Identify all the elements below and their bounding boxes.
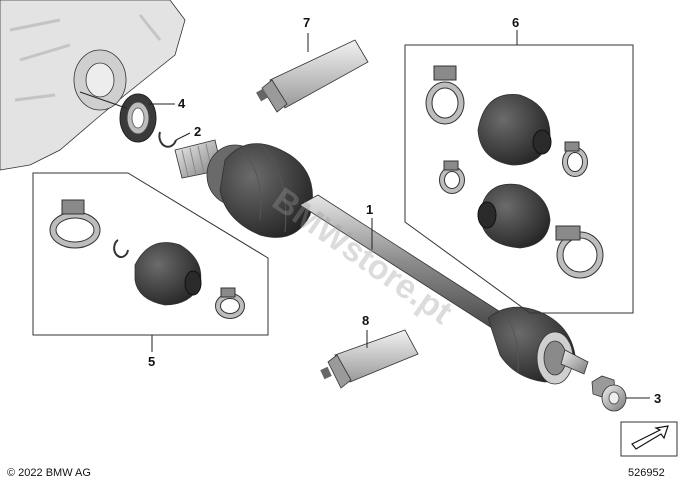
small-hose-clamp [562, 141, 588, 177]
callout-4: 4 [178, 96, 186, 111]
diagram-number: 526952 [628, 467, 665, 479]
hose-clamp [425, 65, 465, 125]
callout-5: 5 [148, 354, 155, 369]
watermark: BMWstore.pt [265, 180, 459, 331]
inner-joint-boot [134, 242, 202, 306]
grease-tube-8 [320, 329, 419, 389]
callout-7: 7 [303, 15, 310, 30]
direction-arrow-icon [620, 421, 678, 457]
callout-3: 3 [654, 391, 661, 406]
copyright: © 2022 BMW AG [7, 467, 91, 479]
shaft-seal [119, 93, 157, 143]
differential-housing [0, 0, 186, 171]
repair-kit-box-6 [404, 44, 634, 314]
circlip [158, 131, 177, 148]
hose-clamp [555, 225, 604, 279]
inner-joint-boot [477, 183, 551, 249]
outer-joint-boot [477, 94, 552, 166]
callout-2: 2 [194, 124, 201, 139]
grease-tube-7 [256, 39, 369, 113]
callout-6: 6 [512, 15, 519, 30]
callout-1: 1 [366, 202, 373, 217]
leader-lines [79, 30, 650, 399]
callout-8: 8 [362, 313, 369, 328]
small-hose-clamp [439, 160, 465, 194]
hose-clamp [49, 199, 101, 249]
repair-kit-box-5 [32, 172, 269, 336]
collar-nut [591, 375, 627, 412]
drive-shaft [174, 139, 589, 385]
small-hose-clamp [215, 287, 245, 319]
